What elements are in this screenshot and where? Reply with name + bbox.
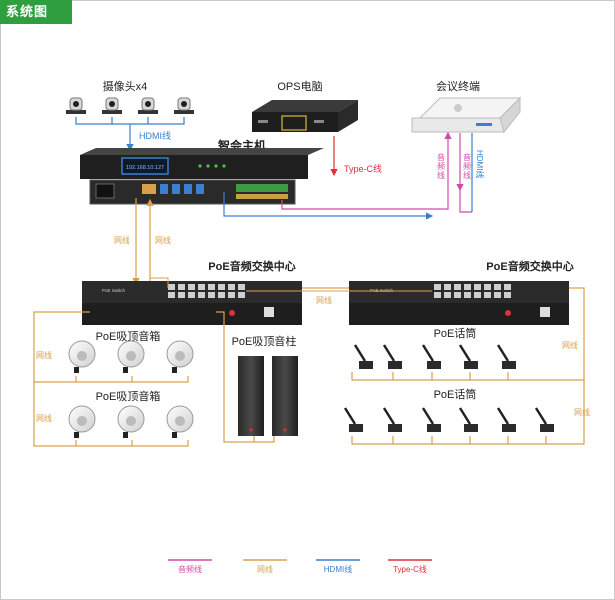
main-host-icon: 192.168.10.127	[80, 148, 324, 205]
typec-label: Type-C线	[344, 163, 382, 174]
camera-icon	[102, 97, 122, 114]
diagram-title: 系统图	[0, 0, 72, 24]
camera-icon	[174, 97, 194, 114]
net-drop-left-2	[75, 440, 133, 446]
legend: 音频线 网线 HDMI线 Type-C线	[168, 559, 432, 574]
switch-right-label: PoE音频交换中心	[486, 259, 573, 273]
legend-label: HDMI线	[324, 564, 352, 574]
poe-switch-left-icon: PoE Switch	[82, 281, 302, 325]
cameras-label: 摄像头x4	[103, 79, 148, 93]
ceiling-speaker-icon	[68, 340, 96, 373]
mic-group-label-2: PoE话筒	[434, 387, 477, 401]
audio-loop-line-b	[459, 190, 472, 213]
mic-group-label-1: PoE话筒	[434, 326, 477, 340]
legend-label: 网线	[257, 564, 273, 574]
microphone-icon	[458, 407, 478, 432]
ceiling-speaker-label-1: PoE吸顶音箱	[96, 329, 161, 343]
host-display-text: 192.168.10.127	[126, 165, 164, 171]
microphone-icon	[421, 344, 441, 369]
audio-loop-line-a	[281, 190, 449, 210]
column-speaker-icon	[272, 356, 298, 436]
legend-item: Type-C线	[388, 559, 432, 574]
microphone-icon	[496, 407, 516, 432]
svg-text:音频线: 音频线	[463, 152, 471, 180]
svg-text:音频线: 音频线	[437, 152, 445, 180]
net-right-label-1: 网线	[562, 340, 578, 350]
legend-item: HDMI线	[316, 559, 360, 574]
legend-label: Type-C线	[393, 564, 427, 574]
conference-terminal-icon	[411, 96, 522, 134]
net-right-label-2: 网线	[574, 407, 590, 417]
switch-brand-left: PoE Switch	[102, 288, 126, 293]
net-drop-right-2	[392, 436, 547, 444]
column-speaker-label: PoE吸顶音柱	[232, 334, 297, 348]
net-loop-right-2	[351, 380, 585, 445]
audio-label-a: 音频线	[437, 152, 445, 180]
microphone-icon	[421, 407, 441, 432]
net-drop-right	[392, 372, 509, 380]
net-left-label-1: 网线	[36, 350, 52, 360]
microphone-icon	[496, 344, 516, 369]
net-drop-left	[75, 376, 133, 382]
camera-icon	[138, 97, 158, 114]
net-loop-left-2	[33, 382, 189, 447]
camera-icon	[66, 97, 86, 114]
legend-label: 音频线	[178, 564, 202, 574]
ops-pc-icon	[252, 100, 358, 132]
ceiling-speaker-label-2: PoE吸顶音箱	[96, 389, 161, 403]
net-left-label-2: 网线	[36, 413, 52, 423]
ceiling-speaker-icon	[117, 340, 145, 373]
microphone-icon	[382, 407, 402, 432]
net-label-b: 网线	[155, 235, 171, 245]
ceiling-speaker-icon	[166, 340, 194, 373]
poe-switch-right-icon: PoE Switch	[349, 281, 569, 325]
microphone-icon	[343, 407, 363, 432]
microphone-icon	[382, 344, 402, 369]
ceiling-speaker-icon	[166, 405, 194, 438]
camera-bus-line	[75, 117, 185, 125]
microphone-icon	[353, 344, 373, 369]
terminal-label: 会议终端	[436, 79, 480, 93]
hdmi-vertical-label: HDMI线	[475, 150, 485, 178]
legend-item: 音频线	[168, 559, 212, 574]
net-loop-column	[216, 311, 275, 443]
legend-item: 网线	[243, 559, 287, 574]
port-stub-line	[150, 277, 169, 288]
net-label-a: 网线	[114, 235, 130, 245]
ceiling-speaker-icon	[68, 405, 96, 438]
hdmi-to-terminal-line	[223, 192, 434, 220]
ops-label: OPS电脑	[277, 80, 322, 93]
audio-label-b: 音频线	[463, 152, 471, 180]
microphone-icon	[534, 407, 554, 432]
net-mid-label: 网线	[316, 295, 332, 305]
switch-left-label: PoE音频交换中心	[208, 259, 295, 273]
ceiling-speaker-icon	[117, 405, 145, 438]
hdmi-label: HDMI线	[139, 130, 171, 141]
microphone-icon	[458, 344, 478, 369]
column-speaker-icon	[238, 356, 264, 436]
